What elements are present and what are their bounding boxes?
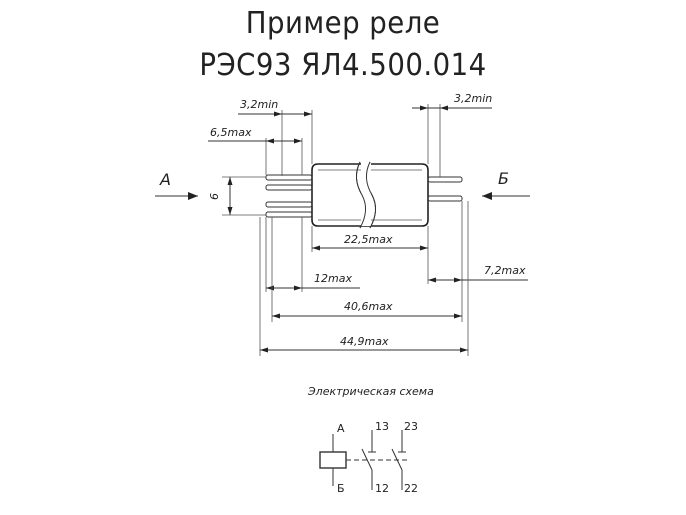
dim-7-2 — [427, 201, 528, 290]
title-line-1: Пример реле — [245, 6, 441, 41]
dim-6-5-left — [208, 138, 303, 175]
schematic-coil-top: А — [337, 422, 345, 435]
dim-label-6-5: 6,5max — [210, 126, 252, 139]
dim-label-7-2: 7,2max — [484, 264, 526, 277]
left-pins — [265, 174, 313, 218]
relay-body — [311, 161, 429, 229]
title-line-2: РЭС93 ЯЛ4.500.014 — [199, 48, 487, 83]
dim-3-2-left — [238, 110, 313, 176]
schematic-c23: 23 — [404, 420, 418, 433]
dim-label-3-2-left: 3,2min — [240, 98, 278, 111]
view-label-a: А — [159, 170, 171, 189]
dim-6 — [222, 176, 266, 216]
right-pins — [427, 176, 463, 202]
schematic-c12: 12 — [375, 482, 389, 495]
dim-label-6: 6 — [208, 193, 221, 200]
view-arrow-a — [155, 192, 198, 200]
dim-3-2-right — [412, 104, 492, 177]
schematic-caption: Электрическая схема — [307, 385, 434, 398]
dim-label-12: 12max — [314, 272, 352, 285]
dim-label-3-2-right: 3,2min — [454, 92, 492, 105]
schematic — [319, 430, 408, 490]
dim-label-44-9: 44,9max — [340, 335, 389, 348]
view-label-b: Б — [498, 169, 509, 188]
dim-label-22-5: 22,5max — [344, 233, 393, 246]
dim-44-9 — [259, 201, 469, 356]
dim-22-5 — [311, 226, 429, 252]
dim-label-40-6: 40,6max — [344, 300, 393, 313]
view-arrow-b — [482, 192, 530, 200]
schematic-c22: 22 — [404, 482, 418, 495]
schematic-coil-bottom: Б — [337, 482, 345, 495]
schematic-c13: 13 — [375, 420, 389, 433]
dim-40-6 — [271, 217, 463, 322]
